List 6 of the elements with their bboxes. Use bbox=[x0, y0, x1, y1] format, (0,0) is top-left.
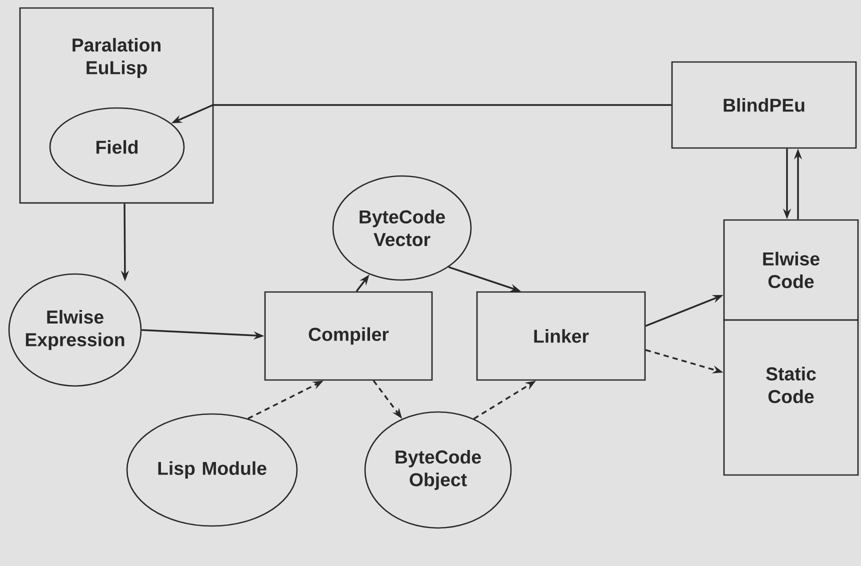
process-box: Elwise Code bbox=[723, 219, 859, 321]
process-box: BlindPEu bbox=[671, 61, 857, 149]
process-box: Linker bbox=[476, 291, 646, 381]
process-box: Static Code bbox=[723, 319, 859, 476]
group-box: Paralation EuLisp Field bbox=[19, 7, 214, 204]
process-box: Compiler bbox=[264, 291, 433, 381]
